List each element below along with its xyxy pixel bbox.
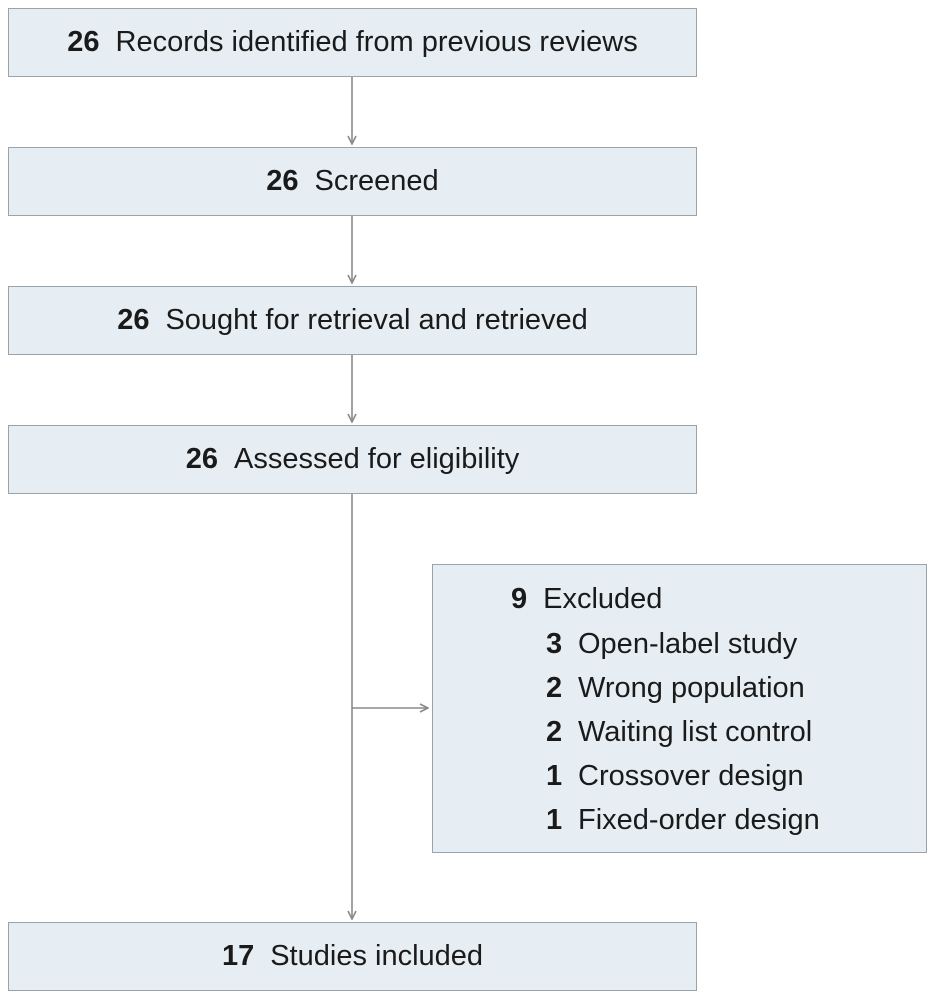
excluded-box: 9 Excluded 3 Open-label study 2 Wrong popul… xyxy=(432,564,927,853)
sought-count: 26 xyxy=(117,304,150,336)
records-label: Records identified from previous reviews xyxy=(115,26,638,58)
sought-retrieved-box: 26 Sought for retrieval and retrieved xyxy=(8,286,697,355)
screened-box: 26 Screened xyxy=(8,147,697,216)
reason-count: 1 xyxy=(546,760,563,792)
reason-count: 2 xyxy=(546,716,563,748)
exclusion-reason: 3 Open-label study xyxy=(546,626,820,670)
reason-label: Wrong population xyxy=(578,672,805,704)
reason-count: 1 xyxy=(546,804,563,836)
reason-count: 2 xyxy=(546,672,563,704)
assessed-eligibility-box: 26 Assessed for eligibility xyxy=(8,425,697,494)
screened-count: 26 xyxy=(266,165,299,197)
reason-label: Open-label study xyxy=(578,628,798,660)
records-count: 26 xyxy=(67,26,100,58)
assessed-count: 26 xyxy=(185,443,218,475)
included-label: Studies included xyxy=(270,940,484,972)
reason-label: Crossover design xyxy=(578,760,804,792)
excluded-heading: 9 Excluded xyxy=(511,583,662,616)
excluded-label: Excluded xyxy=(543,583,663,615)
exclusion-reason: 2 Wrong population xyxy=(546,670,820,714)
sought-label: Sought for retrieval and retrieved xyxy=(165,304,588,336)
screened-label: Screened xyxy=(314,165,439,197)
exclusion-reason: 1 Fixed-order design xyxy=(546,802,820,846)
reason-count: 3 xyxy=(546,628,563,660)
exclusion-reason: 2 Waiting list control xyxy=(546,714,820,758)
excluded-count: 9 xyxy=(511,583,528,615)
included-count: 17 xyxy=(221,940,255,972)
studies-included-box: 17 Studies included xyxy=(8,922,697,991)
reason-label: Waiting list control xyxy=(578,716,813,748)
assessed-label: Assessed for eligibility xyxy=(233,443,520,475)
reason-label: Fixed-order design xyxy=(578,804,820,836)
exclusion-reason: 1 Crossover design xyxy=(546,758,820,802)
records-identified-box: 26 Records identified from previous revi… xyxy=(8,8,697,77)
